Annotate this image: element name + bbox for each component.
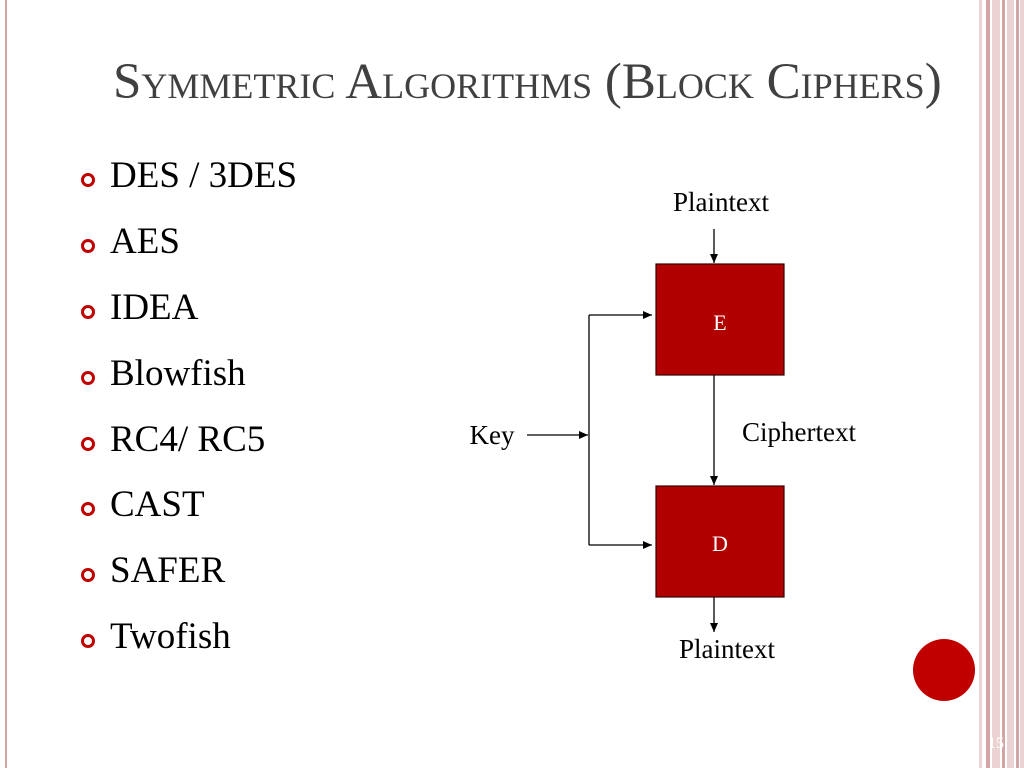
bullet-item: SAFER — [80, 538, 297, 604]
bullet-item: Blowfish — [80, 341, 297, 407]
decrypt-box — [655, 485, 785, 598]
decorative-stripe — [1002, 0, 1005, 768]
bullet-item: IDEA — [80, 275, 297, 341]
ring-bullet-icon — [81, 304, 95, 319]
bullet-text: AES — [110, 220, 180, 262]
decrypt-box-label: D — [712, 531, 728, 556]
ring-bullet-icon — [81, 634, 95, 649]
ring-bullet-icon — [81, 502, 95, 517]
ciphertext-label: Ciphertext — [742, 417, 856, 447]
slide-title: Symmetric Algorithms (Block Ciphers) — [113, 54, 942, 110]
bullet-item: RC4/ RC5 — [80, 407, 297, 473]
decorative-stripe — [979, 0, 982, 768]
bullet-text: Blowfish — [110, 352, 246, 394]
ring-bullet-icon — [81, 370, 95, 385]
bullet-text: RC4/ RC5 — [110, 418, 266, 460]
decorative-stripe — [1007, 0, 1014, 768]
encrypt-box — [655, 263, 785, 376]
bullet-item: Twofish — [80, 604, 297, 670]
encrypt-box-label: E — [713, 310, 726, 335]
bullet-item: DES / 3DES — [80, 143, 297, 209]
bullet-text: CAST — [110, 484, 205, 526]
plaintext-output-label: Plaintext — [679, 634, 775, 664]
decorative-stripe — [1020, 0, 1024, 768]
bullet-text: IDEA — [110, 286, 199, 328]
ring-bullet-icon — [81, 568, 95, 583]
bullet-text: Twofish — [110, 616, 231, 658]
slide-number: 15 — [988, 735, 1004, 752]
bullet-item: CAST — [80, 472, 297, 538]
key-label: Key — [470, 420, 515, 450]
bullet-item: AES — [80, 209, 297, 275]
ring-bullet-icon — [81, 173, 95, 187]
left-border-line — [5, 0, 7, 768]
ring-bullet-icon — [81, 436, 95, 451]
decorative-red-circle — [913, 639, 975, 701]
ring-bullet-icon — [81, 238, 95, 253]
decorative-stripe — [986, 0, 990, 768]
decorative-stripe — [992, 0, 1000, 768]
bullet-list: DES / 3DES AES IDEA Blowfish RC4/ RC5 CA… — [80, 143, 297, 670]
bullet-text: DES / 3DES — [110, 155, 298, 196]
decorative-stripe — [1016, 0, 1019, 768]
plaintext-input-label: Plaintext — [673, 187, 769, 217]
bullet-text: SAFER — [110, 550, 226, 592]
